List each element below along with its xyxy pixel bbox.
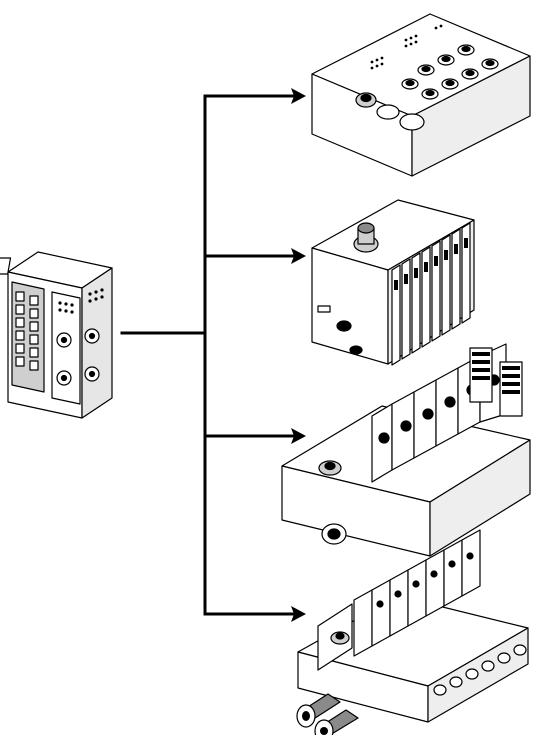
arrowhead-4	[291, 606, 306, 622]
modular-valve-manifold-icon	[281, 343, 531, 557]
valve-terminal-with-silencers-icon	[296, 529, 529, 735]
connector-lines	[120, 94, 300, 616]
fieldbus-valve-terminal-icon	[311, 199, 475, 366]
arrowhead-1	[291, 88, 306, 104]
compact-io-module-icon	[0, 251, 113, 419]
arrowhead-3	[291, 428, 306, 444]
arrowheads	[291, 88, 306, 622]
arrowhead-2	[291, 248, 306, 264]
